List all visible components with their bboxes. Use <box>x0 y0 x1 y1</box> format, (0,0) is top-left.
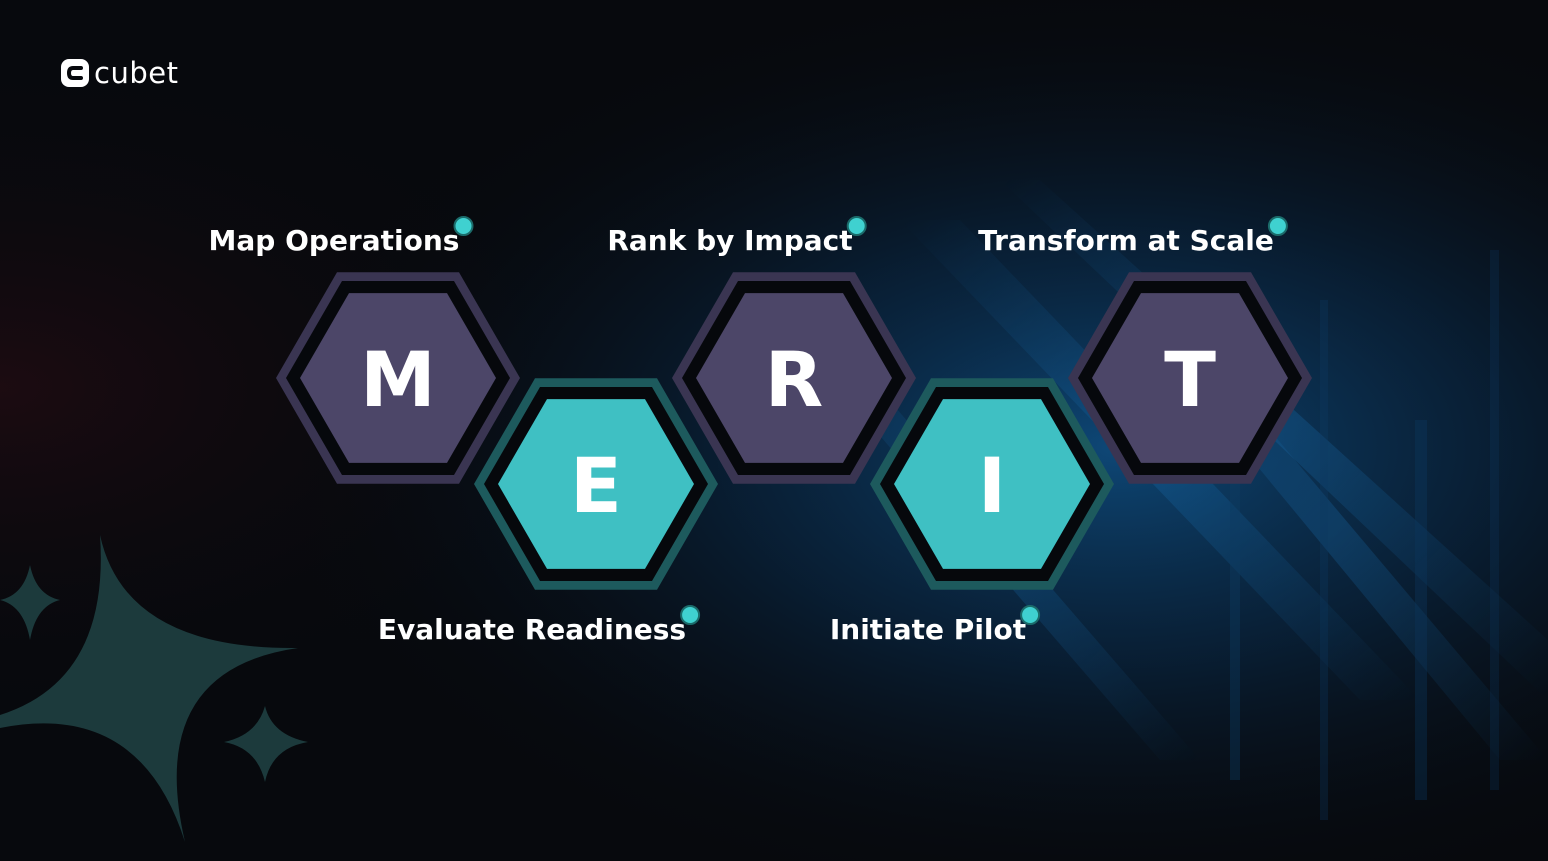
hex-letter-i: I <box>978 441 1006 530</box>
label-dot-icon <box>1020 605 1041 625</box>
hex-letter-m: M <box>360 335 436 424</box>
sparkle-star-small <box>224 706 308 782</box>
step-initiate-pilot: I Initiate Pilot <box>830 378 1114 646</box>
sparkle-star-large <box>0 535 298 842</box>
hex-m <box>300 293 496 463</box>
step-transform-at-scale: T Transform at Scale <box>978 216 1312 484</box>
label-dot-icon <box>1267 216 1288 236</box>
hex-t <box>1092 293 1288 463</box>
step-label: Evaluate Readiness <box>378 613 686 646</box>
hex-e <box>498 399 694 569</box>
step-label: Map Operations <box>209 224 460 257</box>
step-evaluate-readiness: E Evaluate Readiness <box>378 378 718 646</box>
hex-letter-t: T <box>1164 335 1216 424</box>
hex-i <box>894 399 1090 569</box>
hex-letter-e: E <box>570 441 622 530</box>
brand-logo[interactable]: cubet <box>60 55 178 91</box>
step-rank-by-impact: R Rank by Impact <box>607 216 916 484</box>
sparkle-star-corner <box>0 565 60 640</box>
label-dot-icon <box>680 605 701 625</box>
step-label: Rank by Impact <box>607 224 852 257</box>
step-label: Transform at Scale <box>978 224 1274 257</box>
cubet-logo-icon <box>61 59 89 87</box>
hex-r <box>696 293 892 463</box>
label-dot-icon <box>846 216 867 236</box>
hex-letter-r: R <box>765 335 824 424</box>
label-dot-icon <box>453 216 474 236</box>
step-label: Initiate Pilot <box>830 613 1026 646</box>
step-map-operations: M Map Operations <box>209 216 520 484</box>
brand-name: cubet <box>94 55 179 90</box>
